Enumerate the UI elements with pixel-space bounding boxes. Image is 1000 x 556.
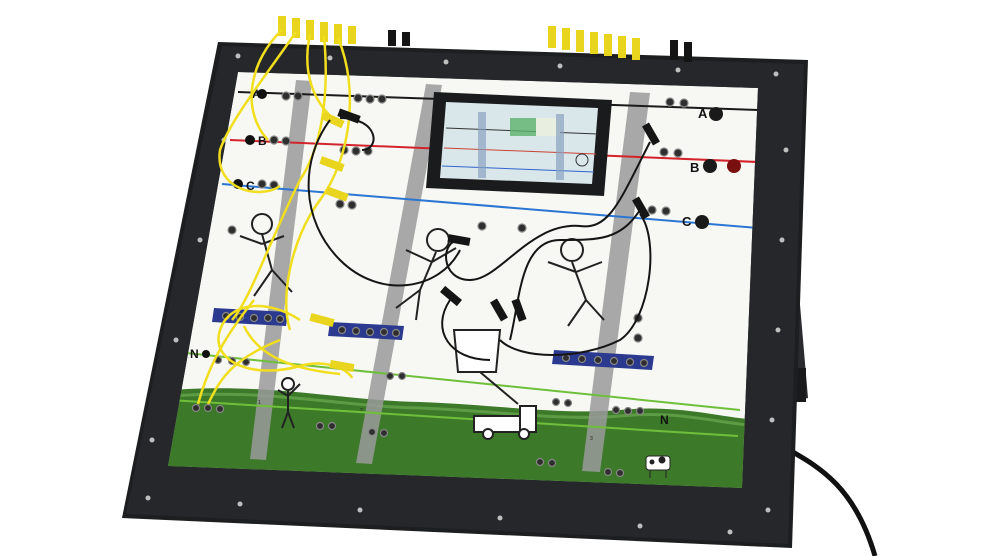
neutral-label-right: N xyxy=(660,413,669,427)
yellow-test-leads xyxy=(196,29,354,405)
neutral-label-left: N xyxy=(190,347,210,361)
svg-text:B: B xyxy=(690,160,699,175)
touchscreen-display-icon xyxy=(426,92,612,196)
svg-text:A: A xyxy=(698,106,708,121)
black-lead-plugs xyxy=(337,108,660,322)
neutral-line xyxy=(175,351,741,411)
top-plugs-right xyxy=(548,26,692,62)
svg-text:3: 3 xyxy=(590,436,593,442)
jacks xyxy=(191,91,689,478)
svg-text:B: B xyxy=(258,134,267,148)
svg-text:C: C xyxy=(246,179,255,193)
pole-2 xyxy=(356,84,442,464)
ground-figure-icon xyxy=(277,377,301,429)
bucket-truck-icon xyxy=(452,329,537,440)
svg-text:C: C xyxy=(682,214,692,229)
phase-b-label-right: B xyxy=(690,159,741,175)
phase-a-label-left: A xyxy=(252,87,267,101)
cow-icon xyxy=(645,455,671,478)
ground-line xyxy=(169,399,739,437)
yellow-lead-plugs xyxy=(309,111,355,373)
svg-text:A: A xyxy=(252,87,261,101)
pole-3 xyxy=(582,92,650,472)
phase-c-label-right: C xyxy=(682,214,709,229)
pole-1 xyxy=(250,80,312,460)
top-plugs-left xyxy=(278,16,410,46)
phase-b-label-left: B xyxy=(245,134,267,148)
phase-a-label-right: A xyxy=(698,106,723,121)
svg-text:N: N xyxy=(660,413,669,427)
svg-text:2: 2 xyxy=(360,408,363,414)
phase-c-line xyxy=(221,183,758,229)
svg-text:1: 1 xyxy=(258,400,261,406)
svg-text:N: N xyxy=(190,347,199,361)
